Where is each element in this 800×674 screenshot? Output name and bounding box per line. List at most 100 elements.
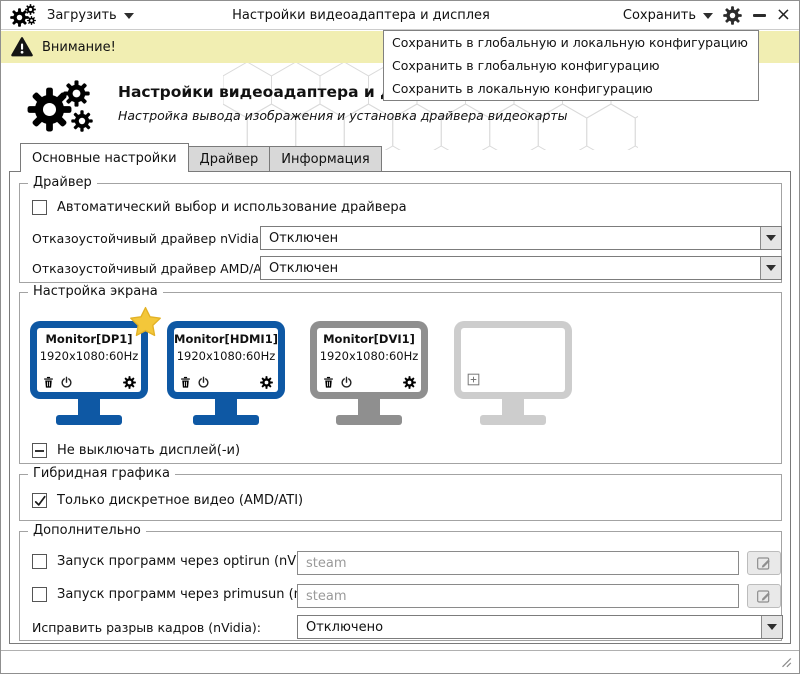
monitor-card-dp1[interactable]: Monitor[DP1] 1920x1080:60Hz — [30, 306, 161, 425]
save-menu: Сохранить в глобальную и локальную конфи… — [383, 30, 759, 101]
optirun-edit-button[interactable] — [747, 551, 781, 575]
menu-item-save-global[interactable]: Сохранить в глобальную конфигурацию — [392, 58, 660, 73]
amd-failsafe-label: Отказоустойчивый драйвер AMD/ATI: — [32, 261, 277, 276]
tab-driver[interactable]: Драйвер — [188, 146, 271, 172]
monitor-base — [56, 415, 122, 425]
amd-failsafe-value: Отключен — [269, 260, 339, 276]
load-button[interactable]: Загрузить — [47, 1, 134, 30]
screen-groupbox: Настройка экрана Monitor[DP1] 1920x1080:… — [19, 284, 782, 464]
trash-icon[interactable] — [179, 376, 192, 389]
monitor-base — [480, 415, 546, 425]
monitor-card-hdmi1[interactable]: Monitor[HDMI1] 1920x1080:60Hz — [167, 321, 285, 425]
keep-display-on-checkbox[interactable] — [32, 443, 47, 458]
title-bar: Загрузить Настройки видеоадаптера и дисп… — [1, 1, 799, 30]
dropdown-arrow-button[interactable] — [761, 616, 782, 638]
add-monitor-plus-icon[interactable] — [466, 372, 481, 387]
discrete-video-label: Только дискретное видео (AMD/ATI) — [57, 493, 304, 508]
monitor-screen: Monitor[HDMI1] 1920x1080:60Hz — [174, 328, 278, 392]
chevron-down-icon — [766, 265, 776, 271]
optirun-label: Запуск программ через optirun (nVidia): — [57, 554, 329, 569]
edit-pencil-icon — [757, 557, 771, 570]
tab-main-settings[interactable]: Основные настройки — [20, 143, 189, 172]
chevron-down-icon — [766, 235, 776, 241]
keep-display-on-row: Не выключать дисплей(-и) — [32, 443, 240, 458]
minimize-button[interactable] — [753, 14, 766, 17]
discrete-video-row: Только дискретное видео (AMD/ATI) — [32, 493, 303, 508]
monitor-name: Monitor[DP1] — [45, 332, 133, 346]
chevron-down-icon — [767, 624, 777, 630]
chevron-down-icon — [703, 12, 713, 19]
power-icon[interactable] — [60, 376, 73, 389]
menu-item-save-local[interactable]: Сохранить в локальную конфигурацию — [392, 81, 653, 96]
tab-bar: Основные настройки Драйвер Информация — [20, 143, 382, 172]
menu-item-save-global-local[interactable]: Сохранить в глобальную и локальную конфи… — [392, 35, 748, 50]
monitor-resolution: 1920x1080:60Hz — [319, 349, 419, 363]
monitor-base — [193, 415, 259, 425]
discrete-video-checkbox[interactable] — [32, 493, 47, 508]
monitor-frame: Monitor[DP1] 1920x1080:60Hz — [30, 321, 148, 399]
save-button[interactable]: Сохранить — [623, 1, 713, 30]
monitor-name: Monitor[DVI1] — [323, 332, 415, 346]
optirun-row: Запуск программ через optirun (nVidia): — [32, 554, 329, 569]
monitor-frame: Monitor[HDMI1] 1920x1080:60Hz — [167, 321, 285, 399]
monitor-screen — [461, 328, 565, 392]
page-subtitle: Настройка вывода изображения и установка… — [118, 108, 568, 123]
extra-groupbox: Дополнительно Запуск программ через opti… — [19, 523, 783, 641]
edit-pencil-icon — [757, 590, 771, 603]
checkmark-icon — [34, 495, 46, 506]
primusun-command-input[interactable] — [297, 584, 739, 608]
power-icon[interactable] — [340, 376, 353, 389]
resize-grip[interactable] — [779, 655, 793, 669]
auto-driver-checkbox-row: Автоматический выбор и использование дра… — [32, 200, 407, 215]
monitor-resolution: 1920x1080:60Hz — [39, 349, 139, 363]
hybrid-groupbox-legend: Гибридная графика — [28, 466, 175, 481]
close-button[interactable]: × — [775, 4, 791, 25]
hybrid-groupbox: Гибридная графика Только дискретное виде… — [19, 466, 782, 521]
monitor-stand — [502, 399, 524, 415]
save-button-label: Сохранить — [622, 8, 696, 23]
tearing-fix-select[interactable]: Отключено — [297, 615, 783, 639]
tab-information[interactable]: Информация — [270, 146, 382, 172]
settings-gear-button[interactable] — [723, 6, 742, 25]
auto-driver-checkbox[interactable] — [32, 200, 47, 215]
driver-groupbox: Драйвер Автоматический выбор и использов… — [19, 175, 782, 283]
page-header: Настройки видеоадаптера и дисплея Настро… — [1, 62, 799, 143]
monitor-settings-gear-icon[interactable] — [403, 376, 416, 389]
monitor-settings-gear-icon[interactable] — [260, 376, 273, 389]
optirun-checkbox[interactable] — [32, 554, 47, 569]
monitor-frame — [454, 321, 572, 399]
monitor-name: Monitor[HDMI1] — [174, 332, 278, 346]
monitor-settings-gear-icon[interactable] — [123, 376, 136, 389]
trash-icon[interactable] — [322, 376, 335, 389]
monitor-stand — [78, 399, 100, 415]
primary-star-icon — [130, 306, 161, 337]
optirun-command-input[interactable] — [297, 551, 739, 575]
dropdown-arrow-button[interactable] — [760, 257, 781, 279]
screen-groupbox-legend: Настройка экрана — [28, 284, 163, 299]
keep-display-on-label: Не выключать дисплей(-и) — [57, 443, 241, 458]
monitor-screen: Monitor[DP1] 1920x1080:60Hz — [37, 328, 141, 392]
gears-logo-icon — [27, 80, 93, 134]
nvidia-failsafe-select[interactable]: Отключен — [260, 226, 782, 250]
primusun-checkbox[interactable] — [32, 587, 47, 602]
window-title: Настройки видеоадаптера и дисплея — [232, 8, 490, 23]
trash-icon[interactable] — [42, 376, 55, 389]
amd-failsafe-select[interactable]: Отключен — [260, 256, 782, 280]
monitor-base — [336, 415, 402, 425]
power-icon[interactable] — [197, 376, 210, 389]
monitor-card-empty[interactable] — [454, 321, 572, 425]
monitor-stand — [215, 399, 237, 415]
primusun-row: Запуск программ через primusun (nVidia): — [32, 587, 343, 602]
extra-groupbox-legend: Дополнительно — [28, 523, 146, 538]
driver-groupbox-legend: Драйвер — [28, 175, 97, 190]
monitor-frame: Monitor[DVI1] 1920x1080:60Hz — [310, 321, 428, 399]
dropdown-arrow-button[interactable] — [760, 227, 781, 249]
warning-text: Внимание! — [42, 39, 116, 55]
primusun-edit-button[interactable] — [747, 584, 781, 608]
monitor-card-dvi1[interactable]: Monitor[DVI1] 1920x1080:60Hz — [310, 321, 428, 425]
nvidia-failsafe-value: Отключен — [269, 230, 339, 246]
status-bar — [1, 650, 799, 673]
app-logo-gears-icon — [10, 4, 38, 28]
load-button-label: Загрузить — [47, 8, 117, 23]
